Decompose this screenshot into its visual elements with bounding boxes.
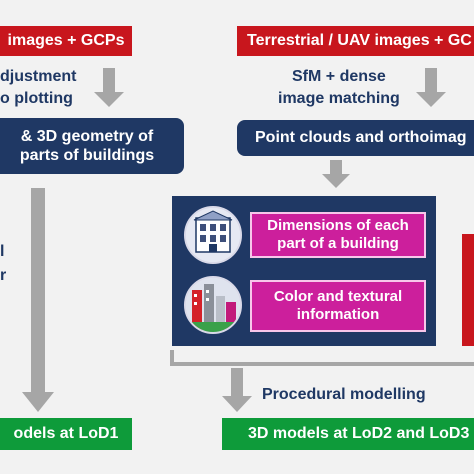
left-output-label: odels at LoD1 [13,425,119,443]
left-output-box: odels at LoD1 [0,418,132,450]
color-texture-box: Color and textural information [250,280,426,332]
dimensions-line2: part of a building [277,235,399,252]
right-output-label: 3D models at LoD2 and LoD3 [248,425,470,443]
right-step-line2: image matching [278,89,400,107]
building-color-icon [184,276,242,334]
left-side-char1: l [0,243,5,260]
right-input-box: Terrestrial / UAV images + GC [237,26,474,56]
right-pointcloud-box: Point clouds and orthoimag [237,120,474,156]
left-side-char2: r [0,267,7,284]
left-side-text: l r [0,240,6,288]
right-output-box: 3D models at LoD2 and LoD3 [222,418,474,450]
color-texture-line2: information [296,306,380,323]
left-down-arrow-1 [94,68,124,108]
left-step-line2: o plotting [0,89,73,107]
right-pointcloud-label: Point clouds and orthoimag [255,129,467,147]
right-step-line1: SfM + dense [292,68,386,85]
dimensions-line1: Dimensions of each [267,217,409,234]
right-input-label: Terrestrial / UAV images + GC [247,32,472,50]
left-input-box: images + GCPs [0,26,132,56]
left-step-line1: djustment [0,68,77,85]
left-geometry-box: & 3D geometry of parts of buildings [0,118,184,174]
left-long-down-arrow [22,188,54,414]
right-down-arrow-3 [222,368,252,414]
right-step-text: SfM + dense image matching [278,66,400,109]
dimensions-box: Dimensions of each part of a building [250,212,426,258]
procedural-modelling-label: Procedural modelling [262,386,426,403]
right-down-arrow-1 [416,68,446,108]
left-step-text: djustment o plotting [0,66,76,109]
right-edge-red-box [462,234,474,346]
left-geometry-line1: & 3D geometry of [20,127,154,145]
right-down-arrow-2 [322,160,350,190]
merge-line [170,362,474,366]
merge-line-left-tick [170,350,174,366]
left-input-label: images + GCPs [7,32,125,50]
attributes-panel: Dimensions of each part of a building Co… [172,196,436,346]
left-geometry-line2: parts of buildings [19,147,155,164]
building-facade-icon [184,206,242,264]
color-texture-line1: Color and textural [273,288,403,305]
